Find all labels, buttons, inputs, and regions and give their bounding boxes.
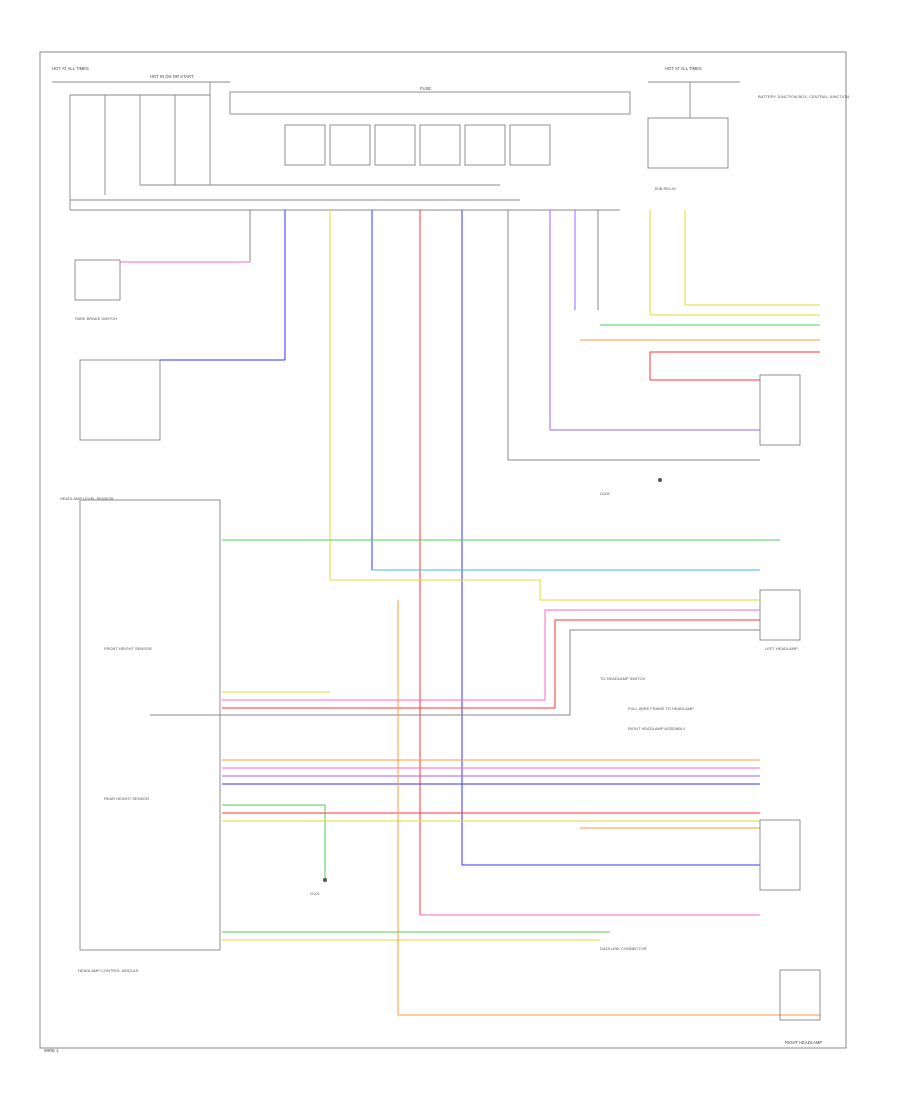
module-boxes — [284, 124, 551, 166]
label-front-sensor: FRONT HEIGHT SENSOR — [104, 646, 152, 651]
label-top-left-fuse-title: HOT AT ALL TIMES — [52, 66, 89, 71]
label-park-brake: PARK BRAKE SWITCH — [75, 316, 117, 321]
label-top-center-title: HOT IN ON OR START — [150, 74, 194, 79]
label-glossary-note: TO HEADLAMP SWITCH — [600, 676, 646, 681]
top-bus — [52, 81, 740, 211]
label-top-right-note: BATTERY JUNCTION BOX, CENTRAL JUNCTION — [758, 94, 849, 99]
vertical-wires — [249, 210, 686, 915]
label-corner-bottom-left: WIRE 1 — [44, 1048, 59, 1053]
label-corner-bottom-right: RIGHT HEADLAMP — [785, 1040, 822, 1045]
label-data-link: DATA LINK CONNECTOR — [600, 946, 647, 951]
label-top-right-fuse-title: HOT AT ALL TIMES — [665, 66, 702, 71]
label-drl-note: FULL WIRE FRAME TO HEADLAMP — [628, 706, 694, 711]
label-rear-sensor: REAR HEIGHT SENSOR — [104, 796, 149, 801]
label-left-headlamp: LEFT HEADLAMP — [765, 646, 798, 651]
label-right-headlamp-assy: RIGHT HEADLAMP ASSEMBLY — [628, 726, 686, 731]
label-headlamp-control: HEADLAMP CONTROL MODULE — [78, 968, 139, 973]
label-relay-center: BJB RELAY — [655, 186, 677, 191]
mid-harness — [150, 579, 760, 716]
headlamp-control-box — [79, 499, 221, 951]
label-fuse-box: FUSE — [420, 86, 431, 91]
right-bundle — [580, 304, 820, 380]
left-sensor-box — [79, 359, 161, 441]
label-ground-right: G102 — [600, 491, 611, 496]
label-level-sensor: HEADLAMP LEVEL SENSOR — [60, 496, 113, 501]
lower-harness — [222, 600, 820, 1016]
ground-dot-right — [658, 478, 662, 482]
ground-dot-left — [323, 878, 327, 882]
right-headlamp-connector — [779, 969, 821, 1021]
label-ground-left: G101 — [310, 891, 321, 896]
fuse-box — [229, 91, 631, 115]
lower-lamp-box — [759, 819, 801, 891]
left-headlamp-box — [759, 589, 801, 641]
diagram-frame — [39, 51, 847, 1049]
relay-box — [647, 117, 729, 169]
upper-lamp-box — [759, 374, 801, 446]
left-fuses — [69, 82, 211, 210]
